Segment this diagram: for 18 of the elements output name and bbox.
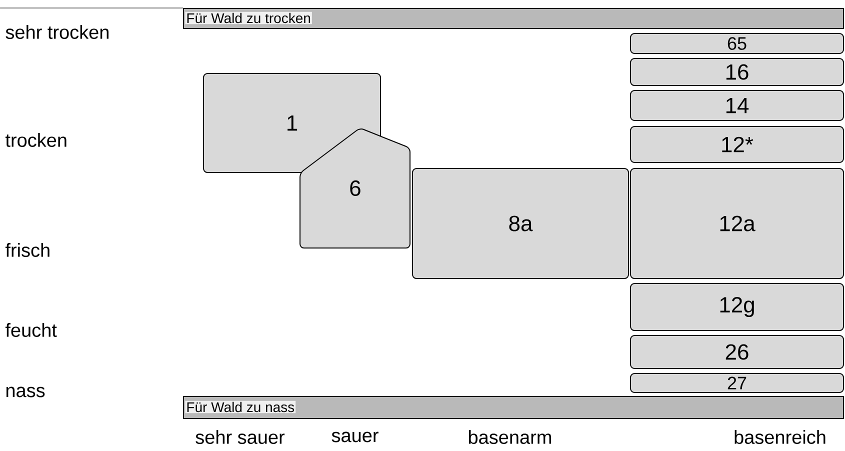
stippled-area: 12g (630, 283, 844, 331)
stippled-area: 65 (630, 33, 844, 54)
axis-label: sehr trocken (6, 25, 108, 39)
stippled-area: 27 (630, 373, 844, 393)
stippled-area: 6 (300, 128, 410, 248)
axis-label: frisch (5, 243, 50, 257)
hatched-band: Für Wald zu trocken (183, 8, 844, 29)
stippled-area: 26 (630, 335, 844, 369)
stippled-area: 12* (630, 126, 844, 163)
hatched-band: Für Wald zu nass (183, 396, 844, 419)
stippled-area: 14 (630, 90, 844, 121)
stippled-area: 8a (412, 168, 629, 279)
axis-label: feucht (5, 323, 57, 337)
stippled-area: 12a (630, 168, 844, 279)
axis-label: trocken (6, 133, 66, 147)
axis-label: nass (6, 386, 45, 398)
stippled-area: 16 (630, 58, 844, 86)
axis-label: basenreich (734, 430, 826, 444)
